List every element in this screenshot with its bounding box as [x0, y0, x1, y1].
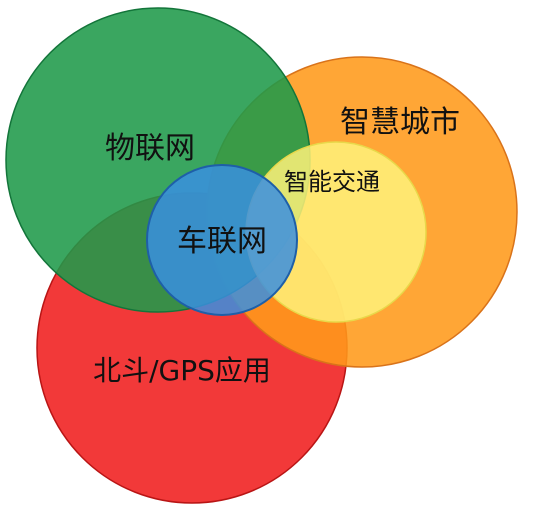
label-smart-city: 智慧城市 [340, 105, 460, 140]
circle-iov [146, 164, 298, 316]
label-iov: 车联网 [177, 224, 267, 259]
label-iot: 物联网 [105, 131, 195, 166]
label-smart-transport: 智能交通 [284, 168, 380, 196]
label-beidou-gps: 北斗/GPS应用 [93, 354, 271, 387]
